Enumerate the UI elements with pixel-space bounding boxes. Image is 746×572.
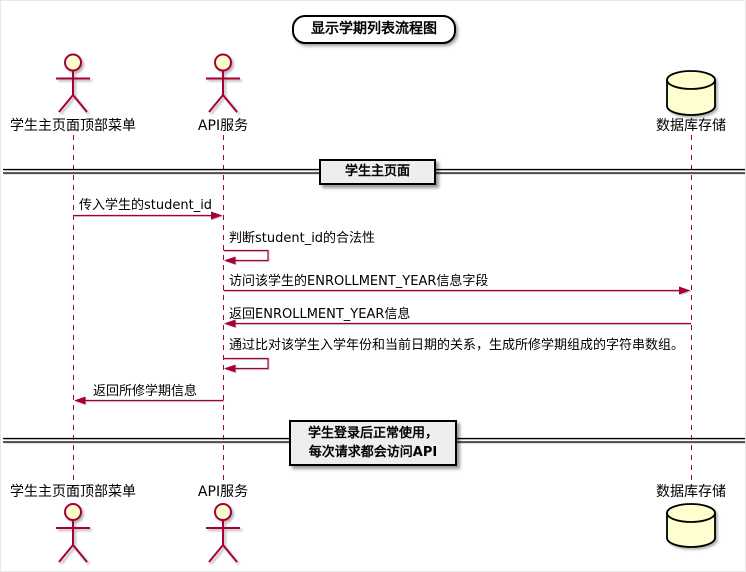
divider-2-line-1: 学生登录后正常使用， (307, 426, 438, 441)
actor-icon-api-bottom (206, 503, 240, 563)
participant-label-student-menu-bottom: 学生主页面顶部菜单 (10, 484, 136, 500)
lifelines (73, 135, 692, 487)
message-text-1: 传入学生的student_id (79, 198, 213, 213)
message-arrow-1 (73, 211, 223, 220)
participant-label-database-bottom: 数据库存储 (656, 484, 726, 500)
message-arrow-3 (223, 286, 691, 295)
database-icon-bottom (666, 503, 716, 548)
message-arrow-5-self (223, 357, 269, 373)
message-text-4: 返回ENROLLMENT_YEAR信息 (229, 307, 411, 322)
actor-icon-api-top (206, 53, 240, 113)
divider-login-note: 学生登录后正常使用， 每次请求都会访问API (289, 420, 457, 466)
divider-student-homepage: 学生主页面 (319, 159, 436, 185)
actor-icon-student-menu-top (56, 53, 90, 113)
participant-label-api-bottom: API服务 (197, 484, 249, 500)
diagram-title-text: 显示学期列表流程图 (311, 21, 437, 37)
message-arrow-2-self (223, 249, 269, 265)
diagram-title: 显示学期列表流程图 (292, 15, 456, 44)
actor-icon-student-menu-bottom (56, 503, 90, 563)
participant-label-student-menu-top: 学生主页面顶部菜单 (10, 118, 136, 134)
database-icon-top (666, 70, 716, 116)
participant-label-database-top: 数据库存储 (656, 118, 726, 134)
message-arrow-6 (74, 396, 224, 405)
message-text-2: 判断student_id的合法性 (229, 231, 376, 246)
divider-2-line-2: 每次请求都会访问API (308, 445, 438, 460)
divider-1-text: 学生主页面 (344, 164, 410, 179)
participant-label-api-top: API服务 (197, 118, 249, 134)
message-text-6: 返回所修学期信息 (93, 384, 198, 399)
message-text-5: 通过比对该学生入学年份和当前日期的关系，生成所修学期组成的字符串数组。 (229, 338, 685, 353)
message-text-3: 访问该学生的ENROLLMENT_YEAR信息字段 (229, 274, 489, 289)
message-arrow-4 (224, 319, 691, 328)
